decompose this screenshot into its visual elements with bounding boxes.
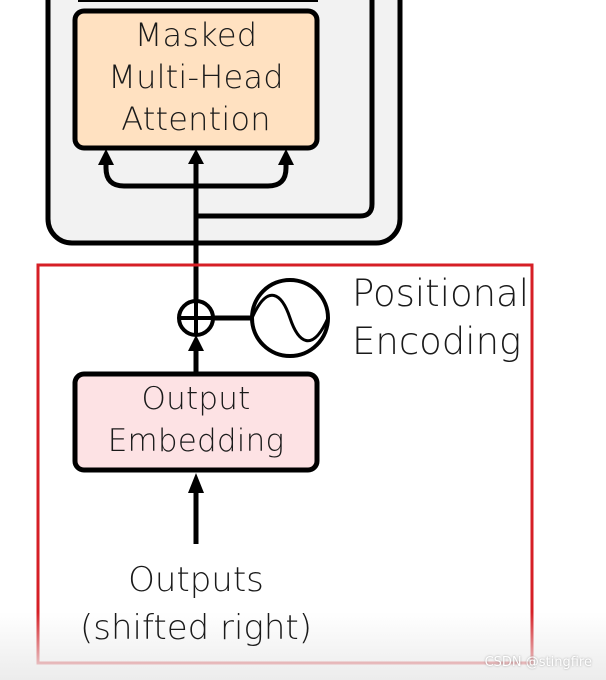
positional-encoding-label: Positional Encoding bbox=[352, 270, 529, 366]
output-embedding-box bbox=[72, 371, 320, 473]
outputs-shifted-right-label: Outputs (shifted right) bbox=[60, 556, 332, 652]
positional-label-line2: Encoding bbox=[352, 320, 522, 363]
attention-label-line1: Masked bbox=[134, 16, 258, 54]
arrowhead-into-attention-right bbox=[278, 149, 294, 165]
arrowhead-into-embedding bbox=[188, 473, 204, 493]
residual-connection-line bbox=[196, 0, 375, 219]
embedding-box-label: Output Embedding bbox=[76, 378, 316, 462]
embedding-label-line1: Output bbox=[141, 381, 251, 417]
outputs-label-line1: Outputs bbox=[128, 560, 264, 600]
attention-label-line2: Multi-Head bbox=[108, 58, 284, 96]
arrowhead-into-attention-left bbox=[98, 149, 114, 165]
positional-label-line1: Positional bbox=[352, 272, 530, 315]
attention-box-label: Masked Multi-Head Attention bbox=[76, 14, 316, 140]
watermark-text: CSDN @stingfire bbox=[484, 655, 592, 670]
bottom-gradient-fade bbox=[0, 612, 606, 680]
arrowhead-into-attention-center bbox=[188, 149, 204, 164]
branch-to-query-path bbox=[103, 164, 196, 189]
arrowhead-into-add bbox=[188, 335, 204, 351]
branch-to-value-path bbox=[196, 164, 289, 189]
outputs-label-line2: (shifted right) bbox=[80, 608, 312, 648]
sine-wave-curve bbox=[250, 294, 330, 342]
embedding-label-line2: Embedding bbox=[107, 423, 285, 459]
attention-label-line3: Attention bbox=[121, 100, 271, 138]
masked-multi-head-attention-box bbox=[72, 8, 320, 151]
